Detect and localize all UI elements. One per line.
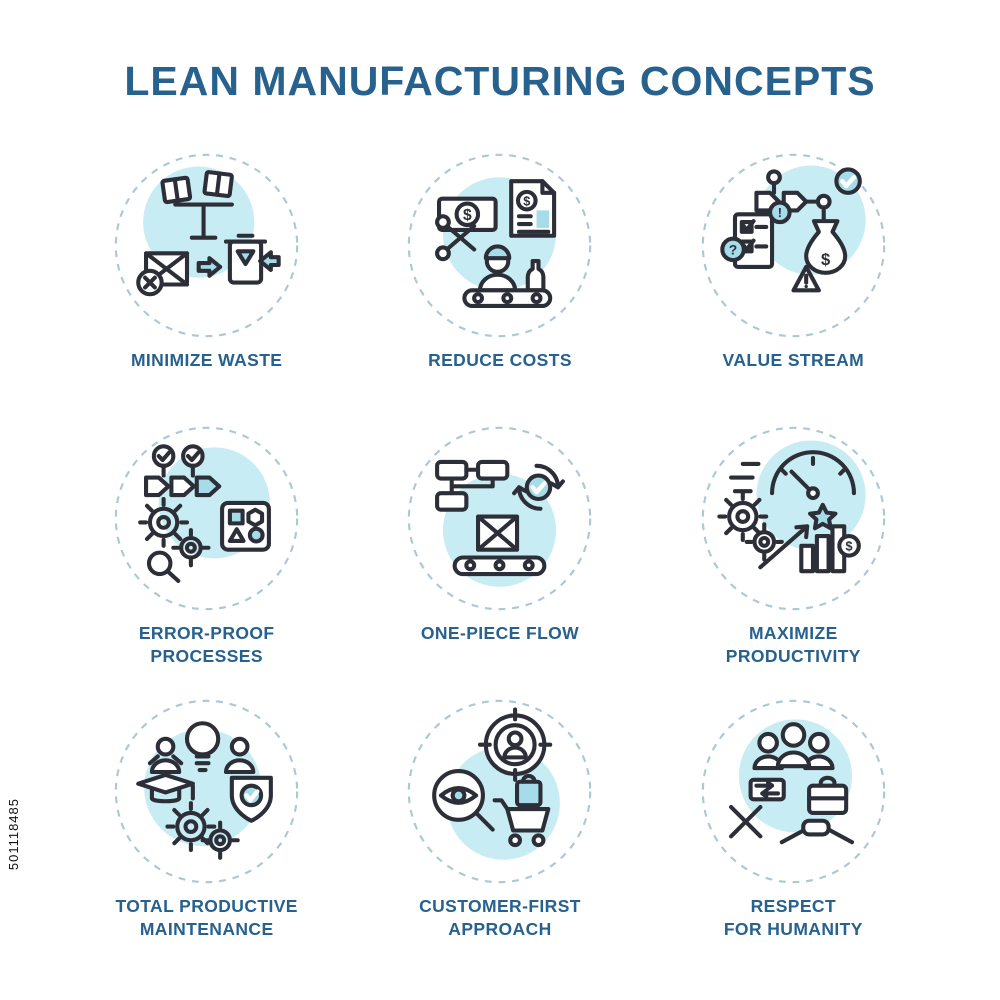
svg-text:?: ?: [729, 242, 737, 257]
value-stream-icon: ? ! $: [701, 153, 886, 338]
svg-text:$: $: [845, 540, 852, 554]
concept-card-respect-for-humanity: RESPECT FOR HUMANITY: [647, 694, 940, 941]
customer-first-approach-icon: [408, 699, 592, 884]
maximize-productivity-icon: $: [701, 426, 886, 611]
concept-card-error-proof-processes: ERROR-PROOF PROCESSES: [60, 421, 353, 668]
svg-text:$: $: [821, 250, 830, 269]
concept-card-one-piece-flow: ONE-PIECE FLOW: [353, 421, 646, 668]
error-proof-processes-icon: [114, 426, 299, 611]
respect-for-humanity-icon: [701, 699, 886, 884]
icon-grid: MINIMIZE WASTE $ $: [60, 148, 940, 941]
reduce-costs-icon: $ $: [408, 153, 592, 338]
concept-card-total-productive-maintenance: TOTAL PRODUCTIVE MAINTENANCE: [60, 694, 353, 941]
page-title: LEAN MANUFACTURING CONCEPTS: [124, 58, 876, 104]
concept-label: RESPECT FOR HUMANITY: [723, 896, 863, 940]
concept-label: ERROR-PROOF PROCESSES: [138, 623, 275, 667]
concept-label: MAXIMIZE PRODUCTIVITY: [725, 623, 861, 667]
concept-card-reduce-costs: $ $ REDUCE COSTS: [353, 148, 646, 395]
concept-label: MINIMIZE WASTE: [130, 350, 283, 370]
total-productive-maintenance-icon: [114, 699, 299, 884]
svg-text:$: $: [524, 195, 531, 209]
concept-card-maximize-productivity: $ MAXIMIZE PRODUCTIVITY: [647, 421, 940, 668]
svg-text:$: $: [463, 207, 472, 224]
concept-card-minimize-waste: MINIMIZE WASTE: [60, 148, 353, 395]
one-piece-flow-icon: [408, 426, 592, 611]
concept-card-customer-first-approach: CUSTOMER-FIRST APPROACH: [353, 694, 646, 941]
svg-text:!: !: [778, 206, 782, 220]
concept-card-value-stream: ? ! $ VALUE STREAM: [647, 148, 940, 395]
concept-label: VALUE STREAM: [722, 350, 865, 370]
concept-label: ONE-PIECE FLOW: [420, 623, 580, 643]
stock-id-watermark: 501118485: [6, 797, 21, 870]
concept-label: REDUCE COSTS: [428, 350, 572, 370]
concept-label: TOTAL PRODUCTIVE MAINTENANCE: [115, 896, 298, 940]
concept-label: CUSTOMER-FIRST APPROACH: [419, 896, 581, 940]
minimize-waste-icon: [114, 153, 299, 338]
